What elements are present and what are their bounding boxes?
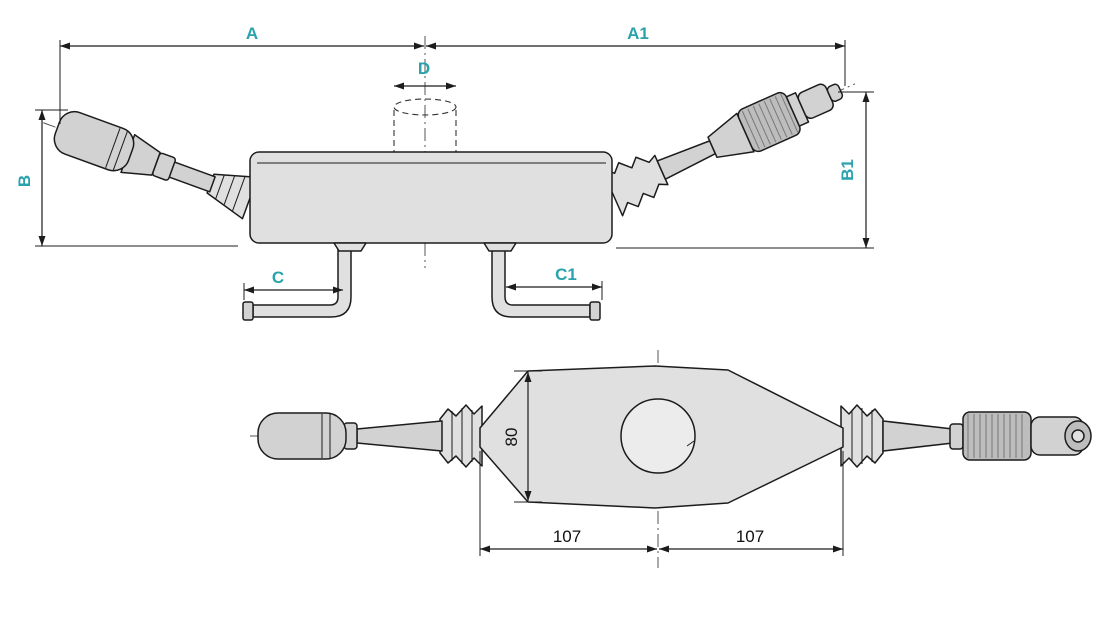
dim-107-left: 107 [479, 451, 657, 556]
plan-left-boot-ribs [451, 408, 473, 464]
left-stalk-boot-ribs [215, 174, 246, 211]
right-pipe-cap [589, 301, 601, 321]
right-stalk-cone [707, 112, 755, 159]
right-stalk [600, 83, 856, 217]
left-pipe-cap [242, 301, 254, 321]
dim-A1-label: A1 [627, 24, 649, 43]
left-stalk-knob [53, 110, 135, 172]
dim-C1-label: C1 [555, 265, 577, 284]
right-stalk-grip-knurl [741, 93, 799, 150]
plan-left-knob-rings [321, 414, 331, 458]
dim-B1-label: B1 [838, 159, 857, 181]
dim-C-label: C [272, 268, 284, 287]
left-stalk-boot [206, 173, 259, 220]
dim-80-label: 80 [502, 428, 521, 447]
plan-center-hole [620, 398, 696, 474]
side-view: A A1 D B B1 C [15, 24, 874, 321]
plan-left-boot [439, 404, 483, 468]
right-stalk-boot [600, 154, 669, 217]
switch-body [249, 151, 613, 244]
right-stalk-shaft [656, 140, 717, 180]
dim-D: D [394, 59, 456, 90]
body-outline [249, 151, 613, 244]
plan-right-boot-ribs [851, 408, 873, 464]
left-stalk-shaft [166, 160, 216, 193]
dim-C1: C1 [506, 265, 603, 300]
dim-107-left-label: 107 [553, 527, 581, 546]
dim-B: B [15, 109, 238, 247]
right-pipe-mount [483, 242, 517, 252]
plan-right-collar [949, 423, 964, 450]
plan-hole-notch [686, 440, 695, 447]
plan-right-stalk [840, 404, 1092, 468]
left-pipe [252, 248, 352, 318]
plan-view: 80 107 107 [250, 350, 1092, 568]
left-stalk [43, 110, 268, 220]
left-pipe-mount [333, 242, 367, 252]
dim-107-right-label: 107 [736, 527, 764, 546]
left-stalk-knob-rings [105, 128, 128, 171]
plan-left-knob [257, 412, 347, 460]
plan-right-shaft [882, 420, 954, 452]
plan-left-shaft [356, 420, 443, 452]
dim-B1: B1 [616, 91, 874, 249]
hidden-mount-cylinder [393, 98, 457, 152]
dim-A1: A1 [426, 24, 846, 86]
dim-80: 80 [502, 370, 542, 503]
plan-left-stalk [257, 404, 483, 468]
dim-A-label: A [246, 24, 258, 43]
dim-D-label: D [418, 59, 430, 78]
right-stalk-tip [826, 83, 844, 102]
plan-right-grip [962, 411, 1032, 461]
dim-107-right: 107 [659, 451, 844, 556]
plan-right-grip-knurl [967, 414, 1023, 458]
dim-A: A [59, 24, 424, 124]
dim-C: C [243, 268, 343, 300]
plan-right-bore-inner [1071, 429, 1085, 443]
dim-B-label: B [15, 175, 34, 187]
